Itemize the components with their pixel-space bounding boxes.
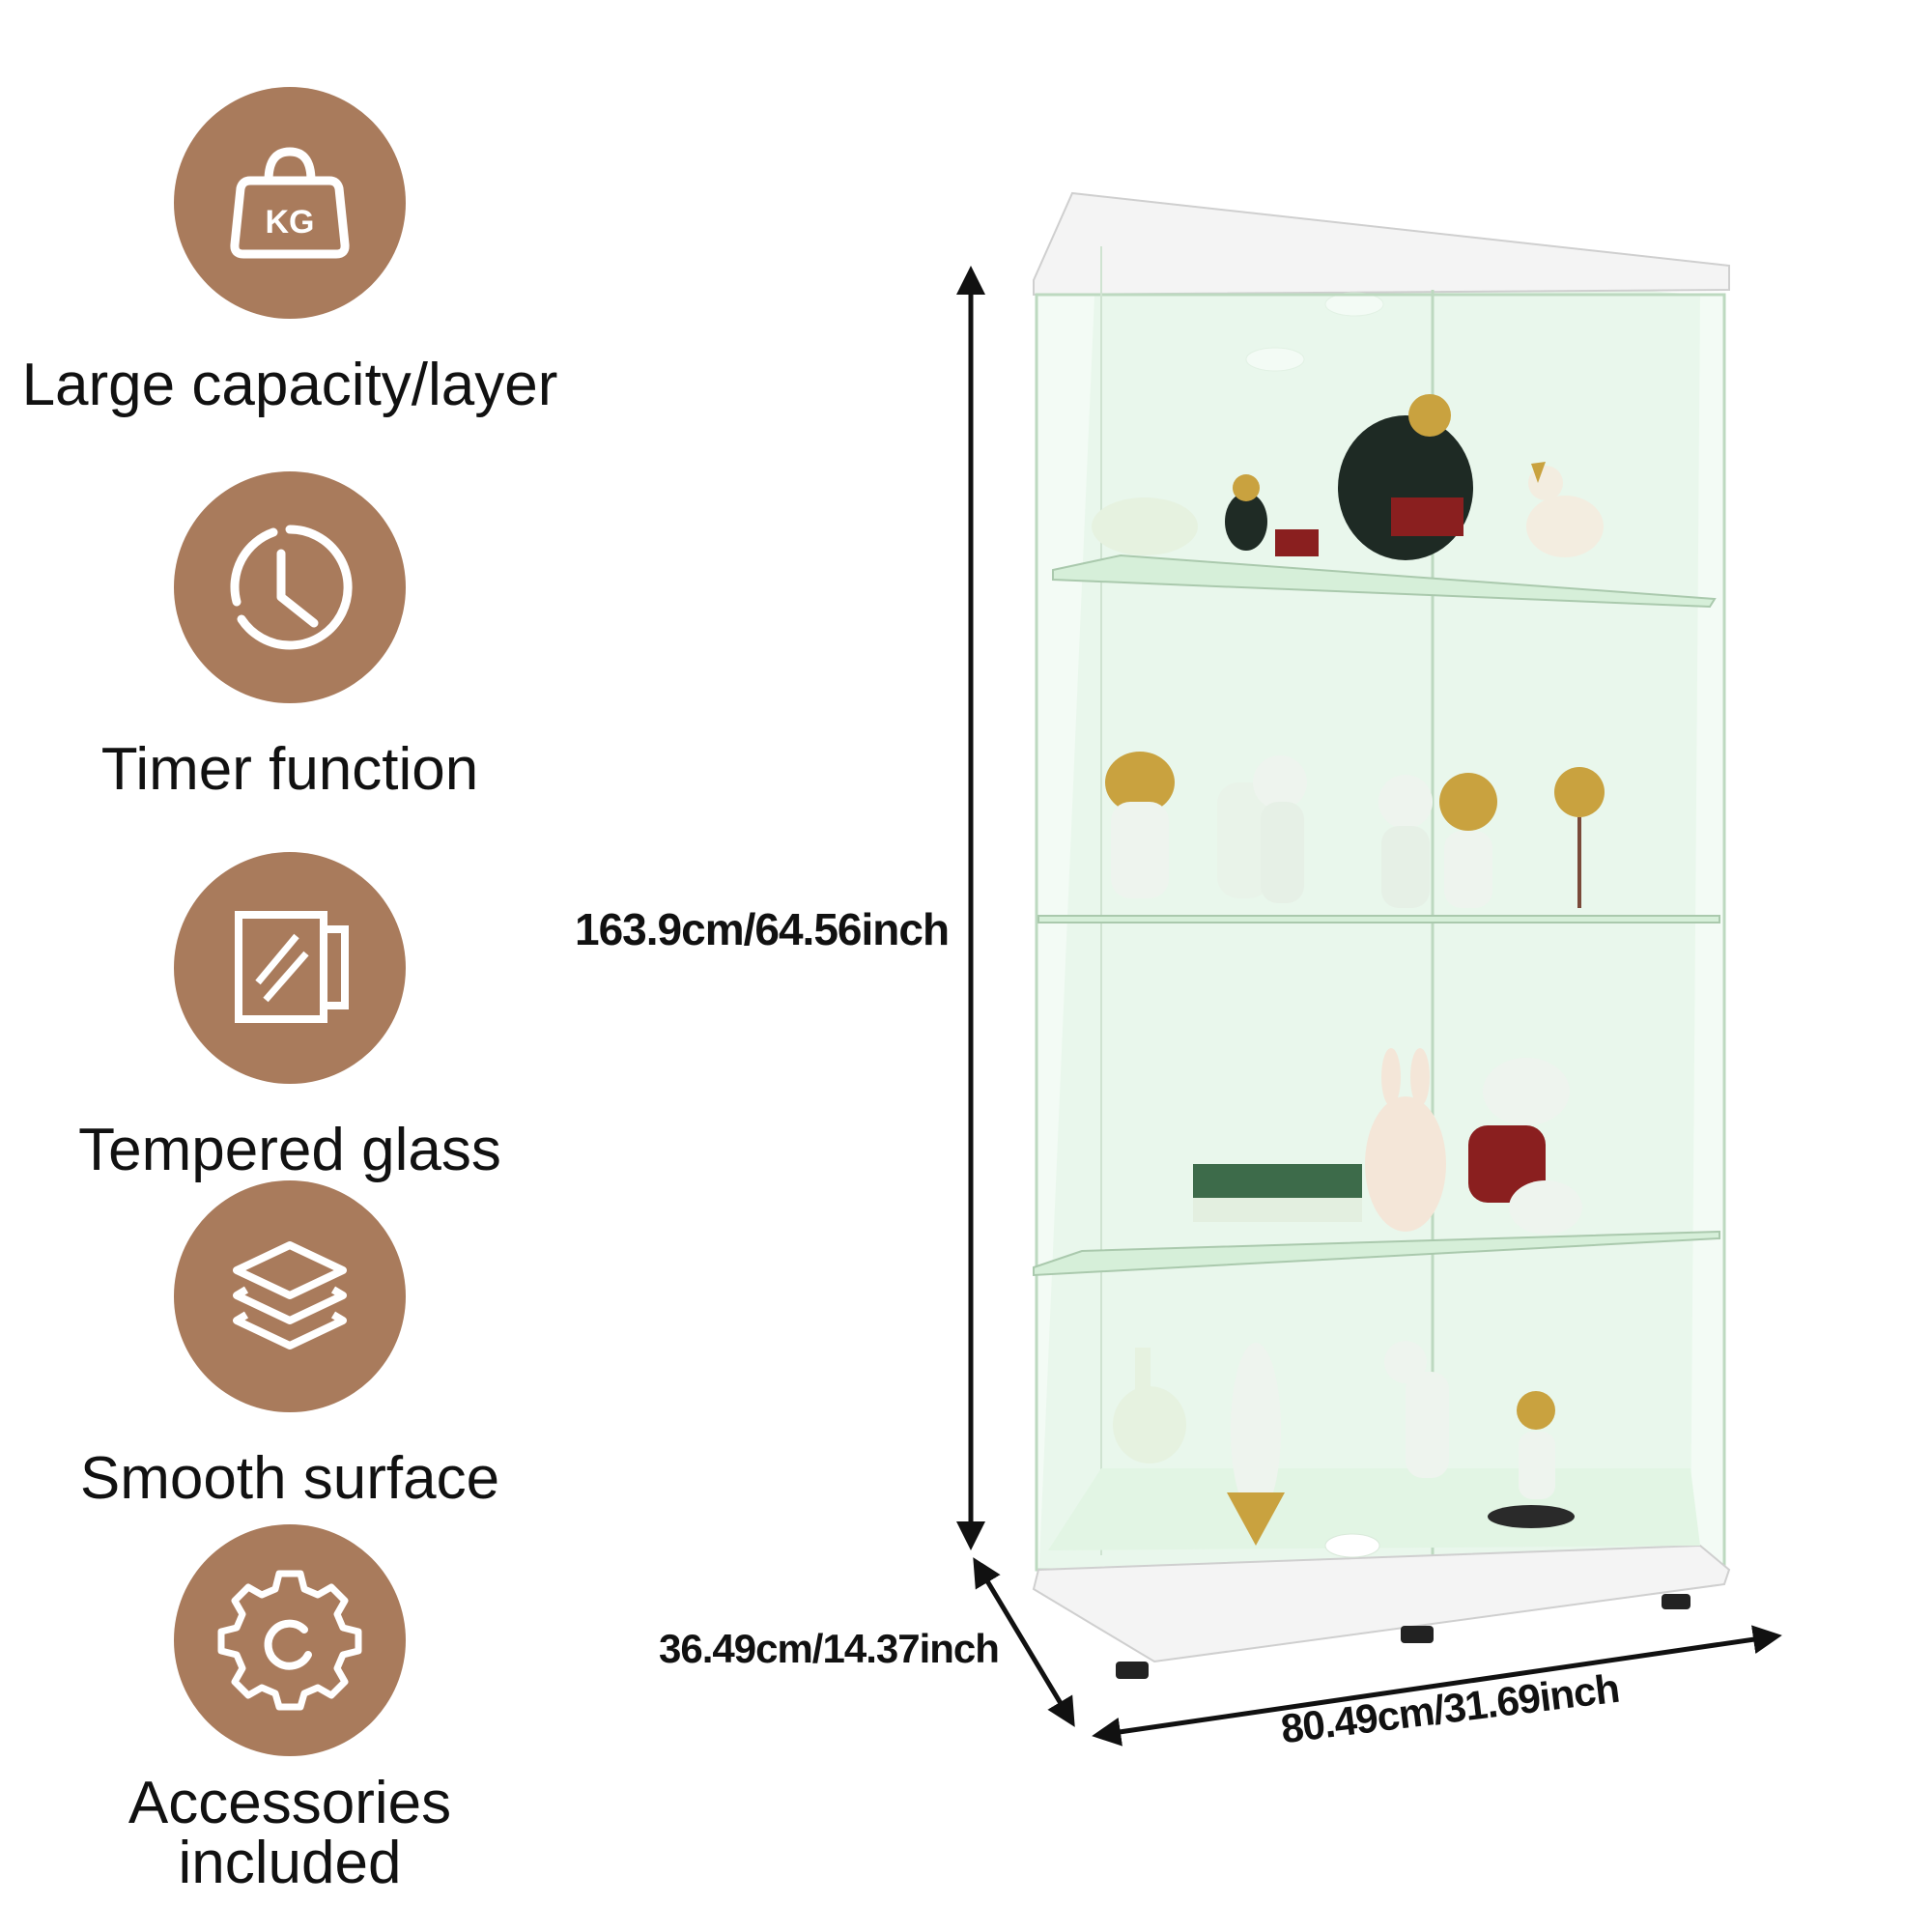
cabinet-floor [1048, 1468, 1700, 1550]
figurines-shelf-1 [1092, 394, 1604, 560]
feature-smooth-surface: Smooth surface [0, 1180, 580, 1509]
height-dimension-label: 163.9cm/64.56inch [575, 904, 950, 954]
weight-kg-graphic: KG [230, 147, 350, 259]
width-arrow [1092, 1625, 1782, 1747]
shelf [1033, 1230, 1720, 1277]
layers-graphic [233, 1241, 347, 1350]
weight-kg-icon: KG [174, 87, 406, 319]
cabinet-top [1033, 191, 1730, 297]
feature-tempered-glass: Tempered glass [0, 852, 580, 1180]
feature-timer: Timer function [0, 471, 580, 800]
figurines-bottom [1113, 1341, 1575, 1546]
depth-dimension-label: 36.49cm/14.37inch [659, 1626, 1000, 1671]
bottom-light [1324, 1533, 1380, 1558]
feature-label-line-1: Accessories [128, 1770, 452, 1836]
gear-icon [174, 1524, 406, 1756]
feature-large-capacity: KG Large capacity/layer [0, 87, 580, 415]
cabinet-foot [1116, 1662, 1149, 1679]
figurines-shelf-3 [1193, 1048, 1582, 1235]
figurines-shelf-2 [1105, 752, 1605, 908]
feature-label: Smooth surface [79, 1445, 500, 1512]
shelf [1052, 554, 1717, 609]
cabinet-foot [1662, 1594, 1690, 1609]
layers-icon [174, 1180, 406, 1412]
feature-label: Tempered glass [78, 1117, 501, 1183]
feature-label-line-2: included [178, 1830, 402, 1896]
clock-timer-icon [174, 471, 406, 703]
feature-accessories: Accessories included [0, 1524, 580, 1893]
gear-graphic [217, 1570, 362, 1711]
clock-graphic [230, 525, 353, 650]
feature-label: Timer function [100, 736, 479, 803]
kg-text: KG [266, 204, 315, 241]
shelf [1037, 915, 1720, 923]
glass-graphic [235, 911, 349, 1023]
feature-label: Large capacity/layer [21, 352, 558, 418]
cabinet-foot [1401, 1626, 1434, 1643]
depth-arrow [973, 1557, 1075, 1727]
glass-panel-icon [174, 852, 406, 1084]
